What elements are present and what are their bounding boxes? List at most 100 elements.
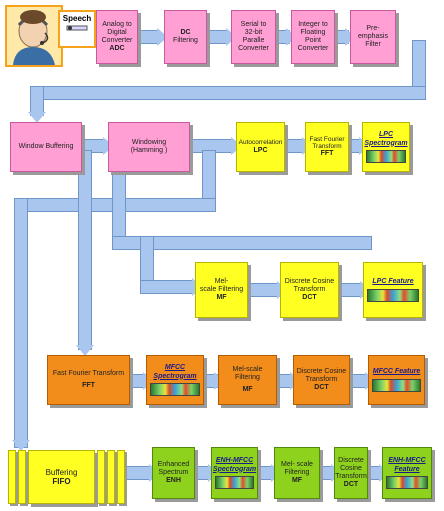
fft-row4-box: Fast Fourier Transform FFT: [47, 355, 130, 405]
pipe-to-fifo: [14, 198, 28, 448]
adc-line-3: Converter: [101, 37, 133, 44]
adc-line-2: Digital: [107, 28, 127, 36]
dct5-abbr: DCT: [343, 481, 359, 489]
enhanced-spectrum-box: Enhanced Spectrum ENH: [152, 447, 195, 499]
autocorrelation-lpc-box: Autocorrelation LPC: [236, 122, 285, 172]
pipe-mel-dct-row3: [248, 283, 280, 297]
enh-mfcc-spectrogram-box: ENH-MFCC Spectrogram: [211, 447, 258, 499]
mel-filter-row5-box: Mel- scale Filtering MF: [274, 447, 320, 499]
dct4-line-1: Discrete Cosine: [296, 367, 347, 375]
speech-label: Speech: [62, 14, 92, 23]
adc-abbr: ADC: [109, 45, 125, 53]
enh-abbr: ENH: [166, 477, 181, 485]
winbuf-line-1: Window Buffering: [18, 142, 74, 150]
preemphasis-filter-box: Pre- emphasis Filter: [350, 10, 396, 64]
dct5-line-1: Discrete: [338, 456, 364, 464]
fifo-slot: [18, 450, 26, 504]
arrowhead: [12, 440, 30, 451]
enh-mfcc-feature-box: ENH-MFCC Feature: [382, 447, 432, 499]
fft4-line-1: Fast Fourier Transform: [52, 369, 125, 377]
serial-line-3: Converter: [238, 45, 269, 53]
int2float-line-2: Floating: [300, 28, 326, 36]
int2float-line-1: Integer to: [298, 20, 328, 28]
feature-thumbnail: [367, 288, 419, 302]
fifo-line-1: Buffering: [45, 467, 78, 477]
dc-line-2: Filtering: [173, 37, 198, 44]
fft2-line-2: Transform: [312, 142, 342, 150]
mfccspec-line-2: Spectrogram: [153, 372, 197, 380]
mfccspec-line-1: MFCC: [164, 364, 186, 372]
windowing-line-1: Windowing: [131, 138, 167, 146]
enhspec-line-1: ENH-MFCC: [215, 457, 254, 465]
feature-thumbnail: [385, 475, 429, 489]
enhfeat-line-2: Feature: [394, 465, 420, 473]
dct4-abbr: DCT: [314, 384, 329, 392]
fifo-buffer-box: Buffering FIFO: [28, 450, 95, 504]
fft2-abbr: FFT: [320, 150, 334, 158]
enhfeat-line-1: ENH-MFCC: [388, 457, 426, 465]
adc-line-1: Analog to: [102, 20, 132, 28]
mfcc-feature-box: MFCC Feature: [368, 355, 425, 405]
serial-converter-box: Serial to 32-bit Paralle Converter: [231, 10, 276, 64]
spectrogram-thumbnail: [365, 149, 407, 163]
preemph-line-2: emphasis: [358, 32, 388, 40]
lpcspec-line-2: Spectrogram: [364, 139, 408, 147]
window-buffering-box: Window Buffering: [10, 122, 82, 172]
arrowhead: [76, 345, 94, 356]
fft2-line-1: Fast Fourier: [309, 135, 345, 143]
fft-row2-box: Fast Fourier Transform FFT: [305, 122, 349, 172]
lpc-spectrogram-box: LPC Spectrogram: [362, 122, 410, 172]
mfccfeat-line-1: MFCC Feature: [372, 368, 421, 376]
mel-filter-row3-box: Mel- scale Filtering MF: [195, 262, 248, 318]
mfcc-spectrogram-box: MFCC Spectrogram: [146, 355, 204, 405]
mel5-line-2: Filtering: [284, 468, 310, 476]
pipe-into-mel-row3-h: [140, 280, 195, 294]
enh-line-1: Enhanced: [157, 460, 190, 468]
mel3-line-2: scale Filtering: [199, 285, 244, 293]
mel-filter-row4-box: Mel-scale Filtering MF: [218, 355, 277, 405]
serial-line-1: Serial to: [240, 20, 267, 28]
dct3-line-1: Discrete Cosine: [284, 277, 335, 285]
mel4-abbr: MF: [242, 386, 253, 394]
mel3-abbr: MF: [216, 294, 227, 302]
int2float-line-3: Point: [305, 37, 321, 44]
speaker-image: [5, 5, 63, 67]
autocorr-abbr: LPC: [253, 146, 268, 154]
microphone-icon: [66, 25, 88, 31]
dct3-abbr: DCT: [302, 294, 317, 302]
windowing-line-2: (Hamming ): [130, 147, 168, 154]
enh-line-2: Spectrum: [158, 468, 189, 476]
mel5-abbr: MF: [291, 477, 303, 485]
dct-row4-box: Discrete Cosine Transform DCT: [293, 355, 350, 405]
dct4-line-2: Transform: [305, 375, 338, 383]
feature-thumbnail: [372, 378, 421, 392]
fifo-slot: [107, 450, 115, 504]
lpcfeat-line-1: LPC Feature: [372, 278, 414, 286]
fifo-slot: [8, 450, 16, 504]
preemph-line-3: Filter: [365, 41, 381, 49]
dct5-line-2: Cosine: [340, 464, 362, 472]
windowing-box: Windowing (Hamming ): [108, 122, 190, 172]
fifo-slot: [97, 450, 105, 504]
dct3-line-2: Transform: [293, 285, 326, 293]
speech-input: Speech: [58, 10, 96, 48]
enhspec-line-2: Spectrogram: [212, 465, 257, 473]
arrowhead: [157, 28, 168, 46]
int2float-line-4: Converter: [297, 45, 329, 53]
fifo-abbr: FIFO: [52, 477, 71, 486]
arrowhead: [28, 112, 46, 123]
person-speaking-headset-icon: [13, 10, 55, 65]
adc-box: Analog to Digital Converter ADC: [96, 10, 138, 64]
int-float-converter-box: Integer to Floating Point Converter: [291, 10, 335, 64]
pipe-row3-horizontal: [112, 236, 372, 250]
fifo-slot: [117, 450, 125, 504]
pipe-to-fft-row4: [78, 150, 92, 350]
spectrogram-thumbnail: [214, 475, 255, 489]
dct-row3-box: Discrete Cosine Transform DCT: [280, 262, 339, 318]
mel5-line-1: Mel- scale: [281, 460, 313, 468]
spectrogram-thumbnail: [150, 382, 200, 396]
preemph-line-1: Pre-: [366, 24, 380, 32]
mel3-line-1: Mel-: [214, 277, 229, 285]
lpcspec-line-1: LPC: [379, 131, 393, 139]
